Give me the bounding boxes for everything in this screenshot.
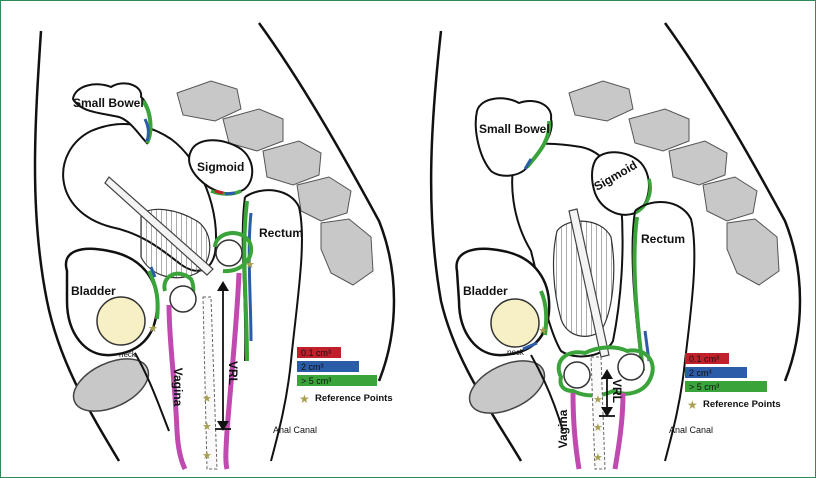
- legend-ref-label: Reference Points: [315, 393, 393, 404]
- right-ref-star: ★: [538, 325, 548, 337]
- right-vagina-wall-front: [573, 393, 579, 469]
- left-legend: 0.1 cm³ 2 cm³ > 5 cm³ ★ Reference Points: [297, 347, 393, 406]
- left-anal-canal-label: Anal Canal: [273, 425, 317, 435]
- right-small-bowel: [476, 98, 552, 175]
- left-vagina-label: Vagina: [171, 368, 185, 407]
- right-vrl-label: VRL: [610, 379, 624, 403]
- left-ref-star: ★: [202, 393, 212, 405]
- right-ref-star: ★: [593, 394, 603, 406]
- legend-ref-star: ★: [299, 392, 310, 406]
- left-ref-star: ★: [202, 421, 212, 433]
- right-ovoid-left: [564, 362, 590, 388]
- right-rectum-label: Rectum: [641, 232, 685, 246]
- legend-label-green: > 5 cm³: [689, 382, 719, 392]
- left-pubic-bone: [65, 348, 156, 422]
- left-ref-star: ★: [245, 259, 255, 271]
- left-neck-label: neck: [119, 350, 137, 359]
- left-ref-star: ★: [202, 450, 212, 462]
- legend-label-blue: 2 cm³: [689, 368, 712, 378]
- right-ref-star: ★: [593, 422, 603, 434]
- left-small-bowel-label: Small Bowel: [73, 96, 144, 110]
- right-panel: Small Bowel Sigmoid Rectum Bladder neck …: [431, 23, 800, 469]
- legend-ref-label: Reference Points: [703, 399, 781, 410]
- left-ovoid-upper: [216, 240, 242, 266]
- right-neck-label: neck: [507, 348, 525, 357]
- legend-ref-star: ★: [687, 398, 698, 412]
- left-bladder-balloon: [97, 297, 145, 345]
- left-applicator-rod: [203, 297, 217, 469]
- right-ref-star: ★: [593, 452, 603, 464]
- right-bladder-label: Bladder: [463, 284, 508, 298]
- left-vrl-label: VRL: [226, 361, 240, 385]
- right-pubic-bone: [461, 350, 552, 424]
- right-vagina-label: Vagina: [556, 409, 570, 448]
- legend-label-red: 0.1 cm³: [689, 354, 719, 364]
- left-ovoid-lower: [170, 286, 196, 312]
- left-rectum-label: Rectum: [259, 226, 303, 240]
- right-small-bowel-label: Small Bowel: [479, 122, 550, 136]
- legend-label-blue: 2 cm³: [301, 362, 324, 372]
- left-ref-star: ★: [148, 323, 158, 335]
- right-vagina-wall-back: [615, 393, 623, 469]
- right-anal-canal-label: Anal Canal: [669, 425, 713, 435]
- right-legend: 0.1 cm³ 2 cm³ > 5 cm³ ★ Reference Points: [685, 353, 781, 412]
- legend-label-red: 0.1 cm³: [301, 348, 331, 358]
- legend-label-green: > 5 cm³: [301, 376, 331, 386]
- right-ovoid-right: [618, 354, 644, 380]
- left-sigmoid-label: Sigmoid: [197, 160, 244, 174]
- left-panel: Small Bowel Sigmoid Rectum Bladder neck: [35, 23, 394, 469]
- right-bladder-balloon: [491, 299, 539, 347]
- left-bladder-label: Bladder: [71, 284, 116, 298]
